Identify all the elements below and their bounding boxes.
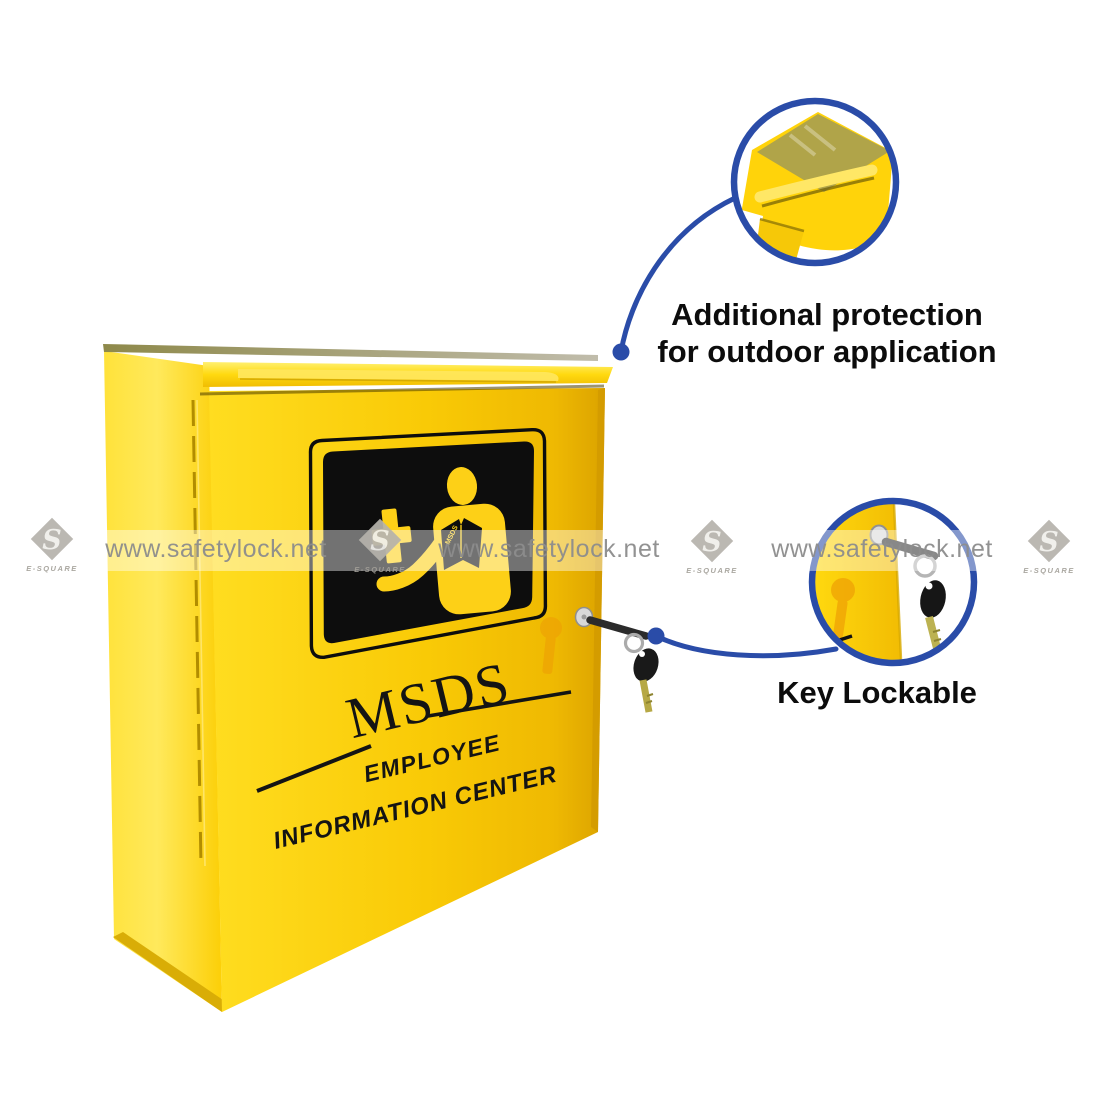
cabinet-bottom-lip — [113, 932, 229, 1012]
cabinet-door-edge — [591, 388, 605, 832]
callout-key — [647, 497, 978, 667]
msds-pictogram: MSDS — [308, 427, 548, 660]
callout-circle-outdoor-content — [737, 104, 893, 260]
connector-dot-outdoor — [612, 343, 630, 361]
watermark-band — [0, 530, 1100, 571]
book-icon: MSDS — [441, 518, 482, 570]
callout-circle-key-content — [815, 504, 971, 660]
watermark-url: www.safetylock.net — [105, 535, 327, 563]
e-square-wordmark: E-SQUARE — [686, 566, 738, 575]
e-square-wordmark: E-SQUARE — [26, 564, 78, 573]
cabinet-top-surface — [103, 344, 598, 361]
hinge — [191, 399, 206, 867]
cabinet: MSDS MSDS EMPLOYEE INFORMATION CENTER — [103, 344, 659, 1012]
connector-line-outdoor — [618, 195, 738, 355]
cabinet-lid — [203, 362, 613, 387]
hanging-key-icon — [633, 648, 659, 713]
watermark-url: www.safetylock.net — [771, 535, 993, 563]
ghost-key-mark — [540, 617, 562, 675]
callout-circle-key-border — [808, 497, 978, 667]
esquare-s-icon: S — [370, 526, 390, 557]
outdoor-protection-label-line2: for outdoor application — [657, 334, 997, 369]
pictogram-outline — [308, 427, 548, 660]
e-square-wordmark: E-SQUARE — [1023, 566, 1075, 575]
esquare-s-icon: S — [702, 527, 722, 558]
e-square-logo: S E-SQUARE — [348, 518, 412, 583]
keyring-icon — [623, 632, 645, 654]
watermark-url: www.safetylock.net — [438, 535, 660, 563]
cabinet-side-panel — [104, 351, 222, 1012]
key-lockable-label: Key Lockable — [777, 675, 977, 710]
esquare-s-icon: S — [1039, 527, 1059, 558]
connector-dot-key — [647, 627, 665, 645]
e-square-logo: S E-SQUARE — [20, 517, 84, 582]
callout-circle-outdoor-border — [730, 97, 900, 267]
e-square-logo: S E-SQUARE — [1017, 519, 1081, 584]
lid-shadow-line — [199, 384, 605, 396]
connector-line-key — [653, 633, 839, 659]
outdoor-protection-label-line1: Additional protection — [671, 297, 983, 332]
e-square-logo: S E-SQUARE — [680, 519, 744, 584]
outdoor-protection-label: Additional protection for outdoor applic… — [627, 296, 1027, 370]
esquare-s-icon: S — [42, 525, 62, 556]
callout-outdoor — [612, 97, 900, 361]
lock-and-keys — [574, 606, 659, 713]
e-square-wordmark: E-SQUARE — [354, 565, 406, 574]
